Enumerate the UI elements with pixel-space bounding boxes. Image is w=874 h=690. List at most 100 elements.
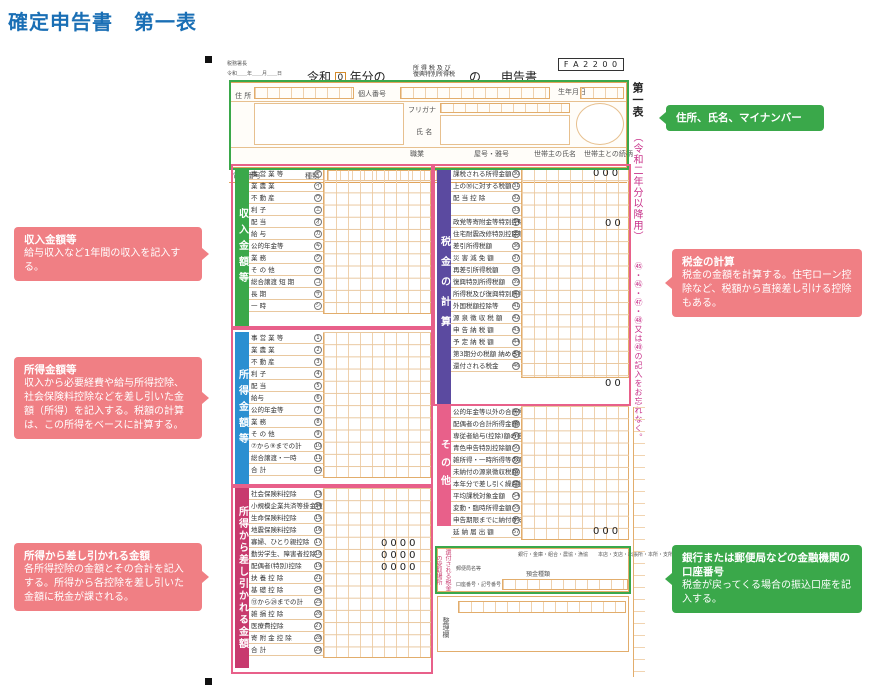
tax-zeros-mid: 00 — [605, 218, 624, 229]
relationship-label: 世帯主との続柄 — [584, 150, 633, 158]
kojo-zeros-row1: 0000 — [381, 538, 419, 549]
householder-label: 世帯主の氏名 — [534, 150, 576, 158]
address-area: 住 所 個人番号 生年月日 フリガナ 氏 名 職業 屋号・雅号 世帯主の氏名 世… — [229, 82, 633, 168]
address-field[interactable] — [254, 103, 404, 145]
shotoku-callout: 所得金額等 収入から必要経費や給与所得控除、社会保険料控除などを差し引いた金額（… — [14, 357, 209, 439]
bank-callout: 銀行または郵便局などの金融機関の口座番号 税金が戻ってくる場合の振込口座を記入す… — [665, 545, 862, 613]
callout-arrow — [665, 573, 672, 585]
income-item-4: 配 当オ — [249, 216, 323, 228]
address-callout: 住所、氏名、マイナンバー — [659, 105, 824, 131]
shotoku-grid-rows — [323, 332, 431, 478]
tax-type-label: 所 得 税 及 び 復興特別所得税 — [413, 66, 455, 78]
tax-type-line1: 所 得 税 及 び — [413, 65, 451, 72]
form-code: F A 2 2 0 0 — [558, 58, 624, 71]
income-callout: 収入金額等 給与収入など1年間の収入を記入する。 — [14, 227, 209, 281]
income-item-11: 一 時シ — [249, 300, 323, 312]
tax-zeros-bottom: 00 — [605, 378, 624, 389]
income-item-8: そ の 他ケ — [249, 264, 323, 276]
kojo-grid-rows — [323, 488, 431, 658]
furigana-field[interactable] — [440, 103, 570, 113]
sonota-item-0: 公的年金等以外の合計所得金額47 — [451, 408, 521, 418]
tax-item-15: 第3期分の税額 納める税金45 — [451, 350, 521, 360]
tax-item-3: 33 — [451, 204, 521, 216]
income-item-9: 総合譲渡 短 期コ — [249, 276, 323, 288]
address-callout-title: 住所、氏名、マイナンバー — [676, 112, 802, 124]
callout-arrow — [202, 571, 209, 583]
furigana-label: フリガナ — [408, 106, 436, 114]
type-label: 種類 — [305, 172, 319, 180]
applicable-year-note: （令和二年分以降用） — [631, 132, 642, 242]
deposit-type-label: 預金種類 — [526, 571, 551, 578]
tax-zeros-top: 000 — [593, 168, 622, 179]
sonota-grid-rows — [521, 406, 629, 540]
tax-return-form: 税務署長 令和＿＿年＿＿月＿＿日 令和 0 年分の 所 得 税 及 び 復興特別… — [205, 52, 673, 688]
income-callout-body: 給与収入など1年間の収入を記入する。 — [24, 248, 181, 273]
tax-callout: 税金の計算 税金の金額を計算する。住宅ローン控除など、税額から直接差し引ける控除… — [665, 249, 862, 317]
page-title: 確定申告書 第一表 — [8, 10, 197, 34]
tax-strip: 税金の計算 — [437, 168, 451, 404]
side-column — [633, 407, 645, 677]
account-number-field[interactable] — [502, 579, 628, 590]
income-items: 事 営 業 等ア 業 農 業イ 不 動 産ウ 利 子エ 配 当オ 給 与カ 公的… — [249, 168, 323, 312]
postal-code-field[interactable] — [254, 87, 354, 99]
callout-arrow — [202, 392, 209, 404]
name-field[interactable] — [440, 115, 570, 145]
tax-type-line2: 復興特別所得税 — [413, 71, 456, 78]
tax-item-10: 所得税及び復興特別所得税の額40 — [451, 290, 521, 300]
registration-mark — [205, 56, 212, 63]
seal-circle — [576, 103, 624, 145]
name-label: 氏 名 — [416, 128, 433, 136]
kojo-callout-body: 各所得控除の金額とその合計を記入する。所得から各控除を差し引いた金額に税金が課さ… — [24, 564, 184, 603]
account-number-label: 口座番号・記号番号 — [456, 582, 502, 588]
shotoku-callout-body: 収入から必要経費や給与所得控除、社会保険料控除などを差し引いた金額（所得）を記入… — [24, 378, 184, 431]
date-line: 令和＿＿年＿＿月＿＿日 — [227, 71, 283, 77]
bank-callout-title: 銀行または郵便局などの金融機関の口座番号 — [682, 552, 850, 578]
kojo-zeros-row3: 0000 — [381, 562, 419, 573]
seiri-grid — [458, 601, 626, 613]
my-number-field[interactable] — [400, 87, 550, 99]
my-number-label: 個人番号 — [358, 90, 386, 98]
income-item-3: 利 子エ — [249, 204, 323, 216]
seiri-label: 整理欄 — [442, 617, 450, 638]
callout-arrow — [665, 277, 672, 289]
occupation-label: 職業 — [410, 150, 424, 158]
shotoku-callout-title: 所得金額等 — [24, 364, 77, 376]
birthdate-field[interactable] — [580, 87, 624, 99]
income-item-10: 長 期サ — [249, 288, 323, 300]
tax-callout-title: 税金の計算 — [682, 256, 735, 268]
bank-callout-body: 税金が戻ってくる場合の振込口座を記入する。 — [682, 580, 851, 605]
shotoku-strip: 所得金額等 — [235, 332, 249, 486]
